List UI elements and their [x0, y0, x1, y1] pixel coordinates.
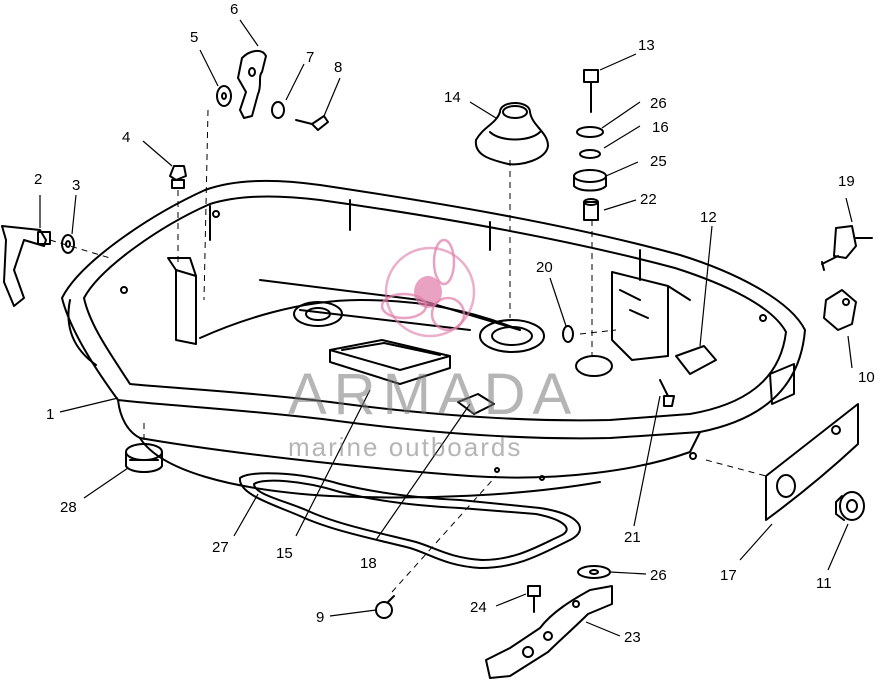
callout-27: 27 [212, 539, 229, 556]
latch-hook-6 [237, 50, 267, 119]
washer-26-upper [576, 126, 604, 138]
callout-19: 19 [838, 173, 855, 190]
callout-2: 2 [34, 171, 42, 188]
callout-22: 22 [640, 191, 657, 208]
callout-18: 18 [360, 555, 377, 572]
fitting-19 [821, 225, 873, 271]
callout-1: 1 [46, 406, 54, 423]
leader-lines [39, 19, 853, 637]
washer-7 [271, 101, 285, 119]
callout-7: 7 [306, 49, 314, 66]
callout-10: 10 [858, 369, 875, 386]
callout-15: 15 [276, 545, 293, 562]
callout-11: 11 [816, 575, 832, 592]
callout-12: 12 [700, 209, 717, 226]
grommet-25 [573, 169, 607, 192]
grommet-28 [125, 443, 163, 473]
callout-20: 20 [536, 259, 553, 276]
callout-26-upper: 26 [650, 95, 667, 112]
washer-5 [216, 85, 232, 107]
clip-10 [823, 289, 857, 331]
washer-16 [579, 149, 601, 159]
washer-26-lower [577, 565, 611, 579]
screw-8 [295, 115, 329, 131]
lever-2 [1, 225, 51, 307]
callout-28: 28 [60, 499, 77, 516]
callout-14: 14 [444, 89, 461, 106]
screw-21 [659, 379, 675, 407]
pan-seal-gasket [238, 472, 581, 569]
callout-23: 23 [624, 629, 641, 646]
callout-21: 21 [624, 529, 641, 546]
callout-8: 8 [334, 59, 342, 76]
callout-17: 17 [720, 567, 737, 584]
callout-16: 16 [652, 119, 669, 136]
callout-25: 25 [650, 153, 667, 170]
callout-numbers: 1 2 3 4 5 6 7 8 9 10 11 12 13 14 15 16 1… [34, 1, 875, 646]
brand-logo-mark [380, 238, 476, 338]
callout-4: 4 [122, 129, 130, 146]
grommet-11 [835, 491, 865, 521]
cover-plate [765, 403, 859, 521]
assembly-lines [49, 109, 767, 593]
plug-9 [375, 595, 395, 619]
fitting-4 [169, 165, 187, 189]
callout-9: 9 [316, 609, 324, 626]
callout-6: 6 [230, 1, 238, 18]
bolt-13 [583, 69, 599, 113]
lower-bracket [485, 585, 613, 679]
callout-5: 5 [190, 29, 198, 46]
callout-13: 13 [638, 37, 655, 54]
callout-26-lower: 26 [650, 567, 667, 584]
callout-3: 3 [72, 177, 80, 194]
watermark-brand: ARMADA [288, 362, 578, 427]
pad-12 [675, 345, 717, 375]
callout-24: 24 [470, 599, 487, 616]
washer-20 [562, 325, 574, 343]
watermark-tagline: marine outboards [288, 432, 522, 462]
grommet-14 [474, 102, 549, 166]
sleeve-22 [583, 198, 599, 221]
screw-24 [527, 585, 541, 613]
